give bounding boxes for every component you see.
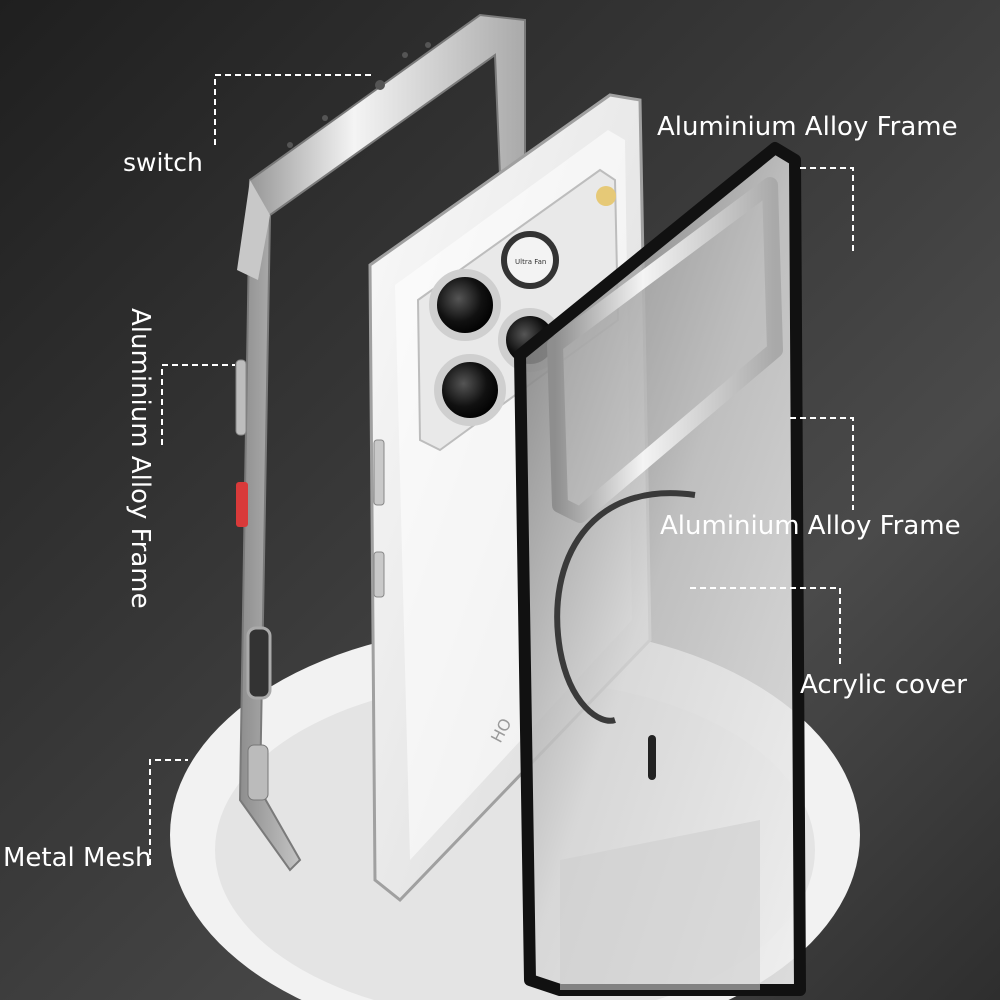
callout-lines [149, 74, 854, 865]
acrylic-cover [514, 142, 806, 996]
label-switch: switch [123, 148, 203, 177]
flash [596, 186, 616, 206]
camera-lens-ring [501, 231, 559, 289]
red-button-accent [236, 482, 248, 527]
label-aluminium-frame-side: Aluminium Alloy Frame [125, 308, 155, 609]
lens-text: Ultra Fan [515, 258, 546, 266]
label-aluminium-frame-middle: Aluminium Alloy Frame [660, 511, 961, 541]
camera-cutout-frame [547, 177, 783, 523]
label-acrylic-cover: Acrylic cover [800, 670, 967, 700]
camera-lens [434, 354, 506, 426]
bumper-frame [235, 13, 526, 872]
label-metal-mesh: Metal Mesh [3, 843, 152, 873]
camera-lens [429, 269, 501, 341]
magnetic-alignment-bar [648, 735, 656, 780]
magnetic-ring [554, 490, 696, 724]
label-aluminium-frame-top: Aluminium Alloy Frame [657, 112, 958, 142]
